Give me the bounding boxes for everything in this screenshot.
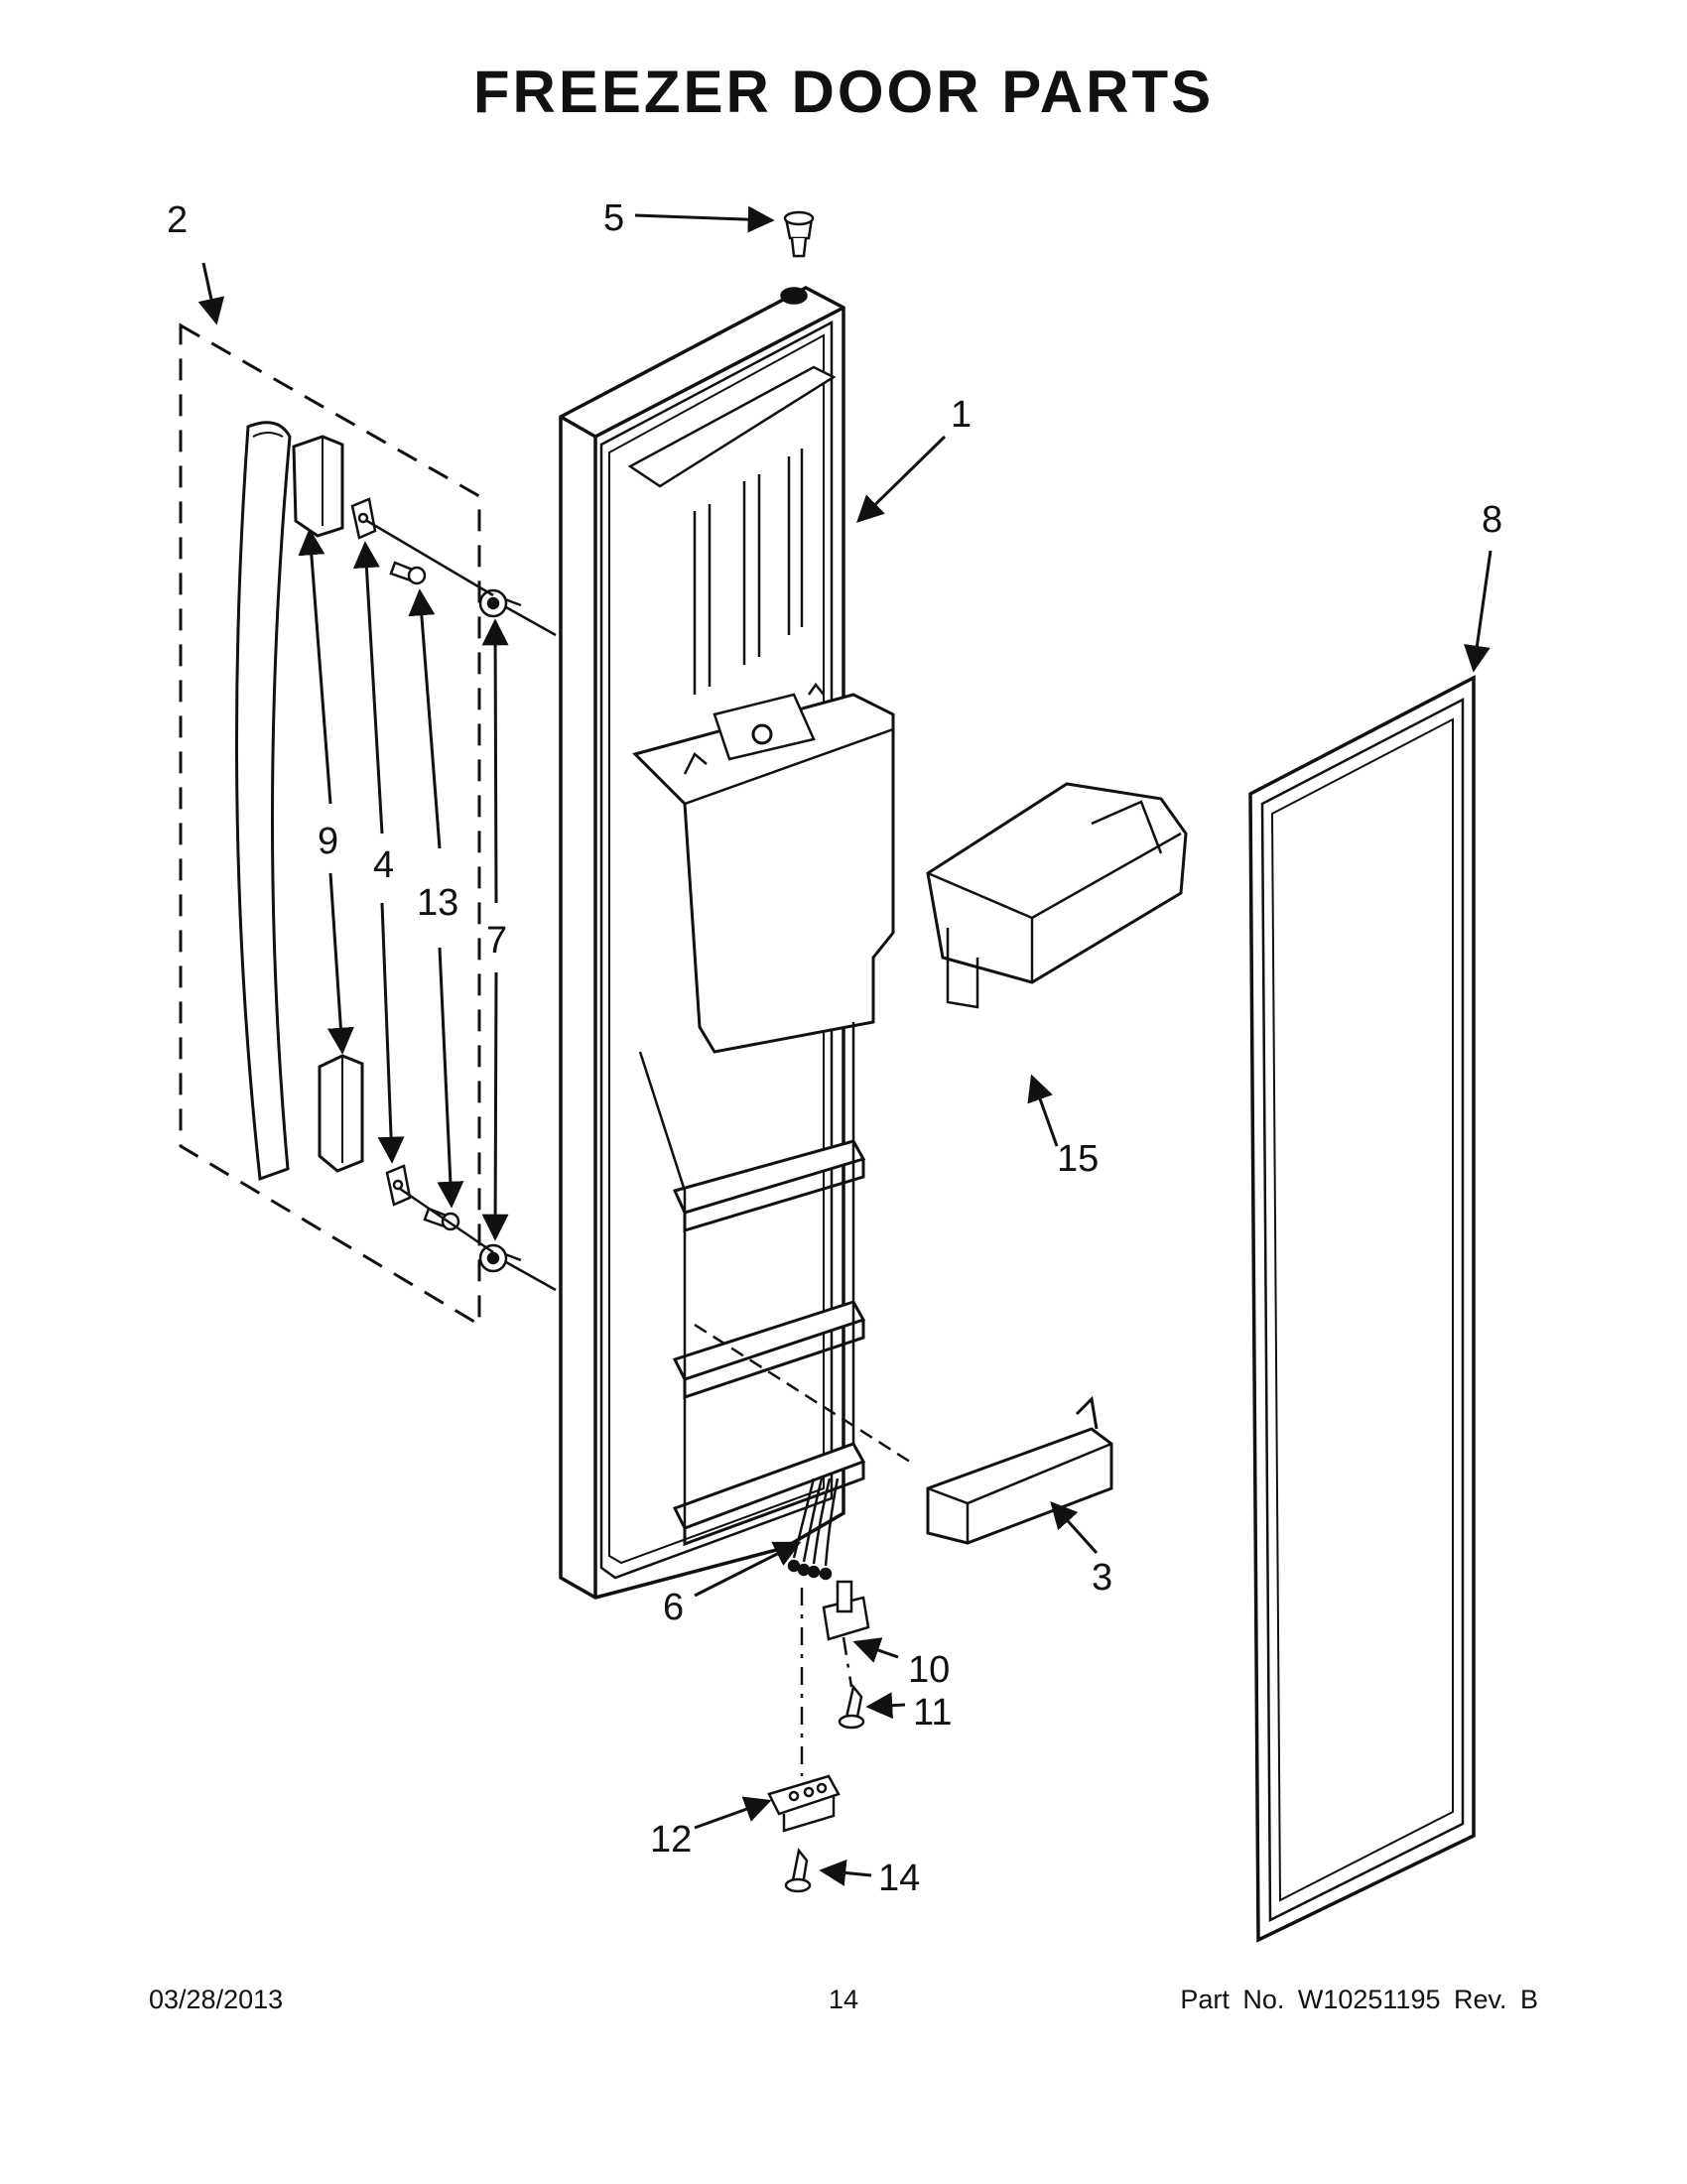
footer-part-number: Part No. W10251195 Rev. B (1180, 1985, 1538, 2014)
callout-7: 7 (486, 920, 507, 962)
door-side-rails (638, 1022, 855, 1528)
footer-date: 03/28/2013 (149, 1985, 284, 2014)
door-handle (234, 421, 292, 1182)
callout-8: 8 (1482, 499, 1502, 541)
ice-bin (926, 782, 1188, 1009)
callout-5: 5 (603, 197, 624, 239)
handle-kit-outline (179, 322, 481, 1328)
handle-screw-lower (423, 1207, 460, 1231)
callout-10: 10 (908, 1649, 950, 1691)
callout-3: 3 (1092, 1557, 1112, 1599)
dispenser-housing (632, 682, 895, 1054)
callout-14: 14 (878, 1858, 920, 1899)
bottom-hinge-bracket (767, 1774, 841, 1833)
handle-end-cap-lower (318, 1054, 364, 1173)
hinge-assembly-line (800, 1588, 853, 1776)
hinge-screw-lower (784, 1848, 812, 1893)
handle-screw-upper (389, 561, 427, 585)
callout-4: 4 (373, 844, 394, 886)
callout-1: 1 (951, 394, 972, 436)
callout-15: 15 (1057, 1138, 1099, 1180)
callout-2: 2 (167, 199, 188, 241)
mounting-clip-upper (350, 497, 377, 540)
assembly-lines-handle (366, 519, 557, 1292)
callout-leaders (197, 205, 1492, 1886)
door-bin (926, 1395, 1113, 1545)
door-gasket (1248, 675, 1476, 1943)
callout-6: 6 (663, 1587, 684, 1628)
door-shelf-lower (672, 1442, 866, 1547)
callout-9: 9 (318, 821, 338, 862)
callout-leaders-double (298, 528, 509, 1241)
mounting-clip-lower (385, 1164, 412, 1207)
page-title: FREEZER DOOR PARTS (472, 59, 1215, 125)
handle-stud-lower (478, 1243, 522, 1273)
footer-page-number: 14 (828, 1985, 859, 2014)
handle-end-cap-upper (292, 435, 344, 538)
callout-13: 13 (417, 882, 458, 924)
callout-12: 12 (650, 1819, 692, 1861)
hinge-pin-bushing (822, 1580, 870, 1641)
hinge-screw-upper (838, 1684, 865, 1730)
door-cap (783, 210, 815, 258)
handle-stud-upper (478, 588, 522, 618)
callout-11: 11 (913, 1692, 952, 1734)
